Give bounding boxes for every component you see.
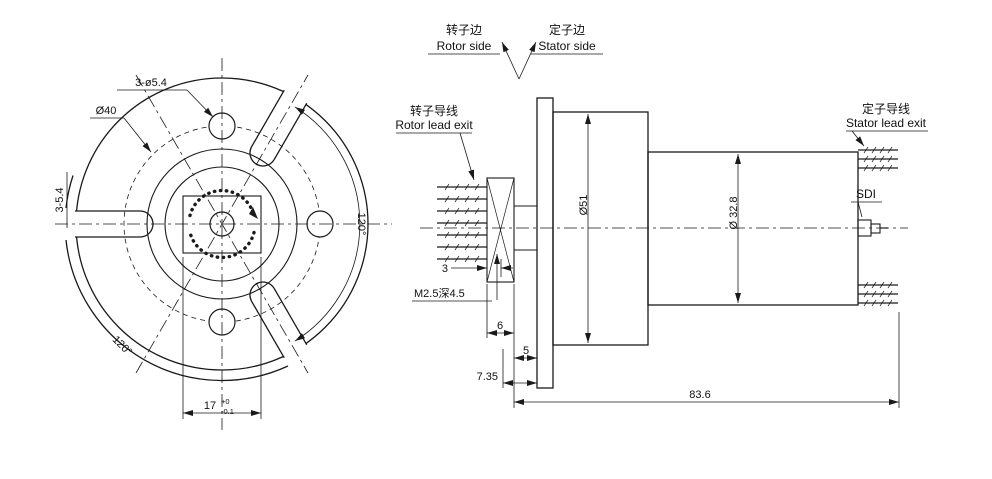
dim735-label: 7.35	[477, 371, 498, 383]
slot-lower-right	[244, 276, 308, 359]
rotor-side-label-cn: 转子边	[446, 22, 482, 37]
slot-upper-right	[244, 89, 308, 172]
rotation-arrow	[249, 207, 258, 219]
angle-right-label: 120°	[355, 213, 367, 236]
centerline-diag-down	[135, 74, 309, 374]
rotor-wire	[437, 207, 487, 215]
rotor-wires	[437, 183, 487, 263]
rotor-wire	[437, 183, 487, 191]
rotor-wire	[437, 243, 487, 251]
boundary-arrow-right	[518, 41, 537, 80]
dim6-label: 6	[497, 320, 503, 332]
stator-wire	[858, 164, 898, 172]
rotor-connector	[486, 177, 515, 283]
body-d32-8	[647, 151, 859, 306]
angle-dim-arc	[294, 106, 361, 342]
dim5-label: 5	[523, 345, 529, 357]
width-dim-value: 17	[204, 400, 216, 412]
stator-wire	[858, 281, 898, 289]
rotor-wire	[437, 255, 487, 263]
stator-lead-label-cn: 定子导线	[862, 101, 910, 116]
body-d51	[552, 111, 649, 346]
sdi-label: SDI	[856, 187, 876, 201]
stator-wire	[858, 146, 898, 154]
rotor-wire	[437, 195, 487, 203]
side-view: Ø51 Ø 32.8 3 M2.5深4.5 6 5 7.35 83.6 转子导线…	[395, 97, 928, 408]
rotor-lead-label-en: Rotor lead exit	[395, 118, 473, 132]
stator-side-label-cn: 定子边	[549, 22, 585, 37]
front-view: 3-ø5.4 Ø40 3-5.4 120° 120° 17 +0 -0.1	[54, 58, 392, 430]
holes-callout-leader	[186, 89, 214, 118]
connector-hatch-2	[486, 177, 515, 283]
flange-step-arc-stub	[65, 175, 74, 209]
flange-step-arc	[65, 239, 289, 382]
boundary-annotation: 转子边 Rotor side 定子边 Stator side	[428, 22, 603, 80]
d51-label: Ø51	[578, 195, 590, 216]
rotor-wire	[437, 231, 487, 239]
width-dim-tol-lower: -0.1	[221, 407, 234, 416]
d40-label: Ø40	[96, 105, 117, 117]
stator-wires-top	[858, 146, 898, 172]
flange-side	[536, 97, 554, 389]
sdi-connector	[857, 219, 888, 237]
boundary-arrow-left	[501, 41, 520, 80]
rotor-side-label-en: Rotor side	[437, 39, 492, 53]
holes-callout-label: 3-ø5.4	[135, 77, 167, 89]
stator-side-label-en: Stator side	[538, 39, 596, 53]
stator-wire	[858, 299, 898, 307]
slots-callout-label: 3-5.4	[54, 187, 66, 212]
width-dim-tol-upper: +0	[221, 397, 230, 406]
d40-leader	[123, 117, 152, 153]
stator-wire	[858, 155, 898, 163]
dim3-label: 3	[442, 263, 448, 275]
thread-label: M2.5深4.5	[414, 287, 465, 300]
stator-lead-label-en: Stator lead exit	[846, 116, 927, 130]
dim836-label: 83.6	[689, 389, 710, 401]
rotor-lead-label-cn: 转子导线	[410, 103, 458, 118]
sdi-leader	[857, 201, 863, 218]
rotor-wire	[437, 219, 487, 227]
stator-wires-bottom	[858, 281, 898, 307]
d32-8-label: Ø 32.8	[728, 196, 740, 229]
rotor-lead-leader	[459, 132, 475, 181]
stator-wire	[858, 290, 898, 298]
stator-lead-leader	[851, 130, 865, 147]
